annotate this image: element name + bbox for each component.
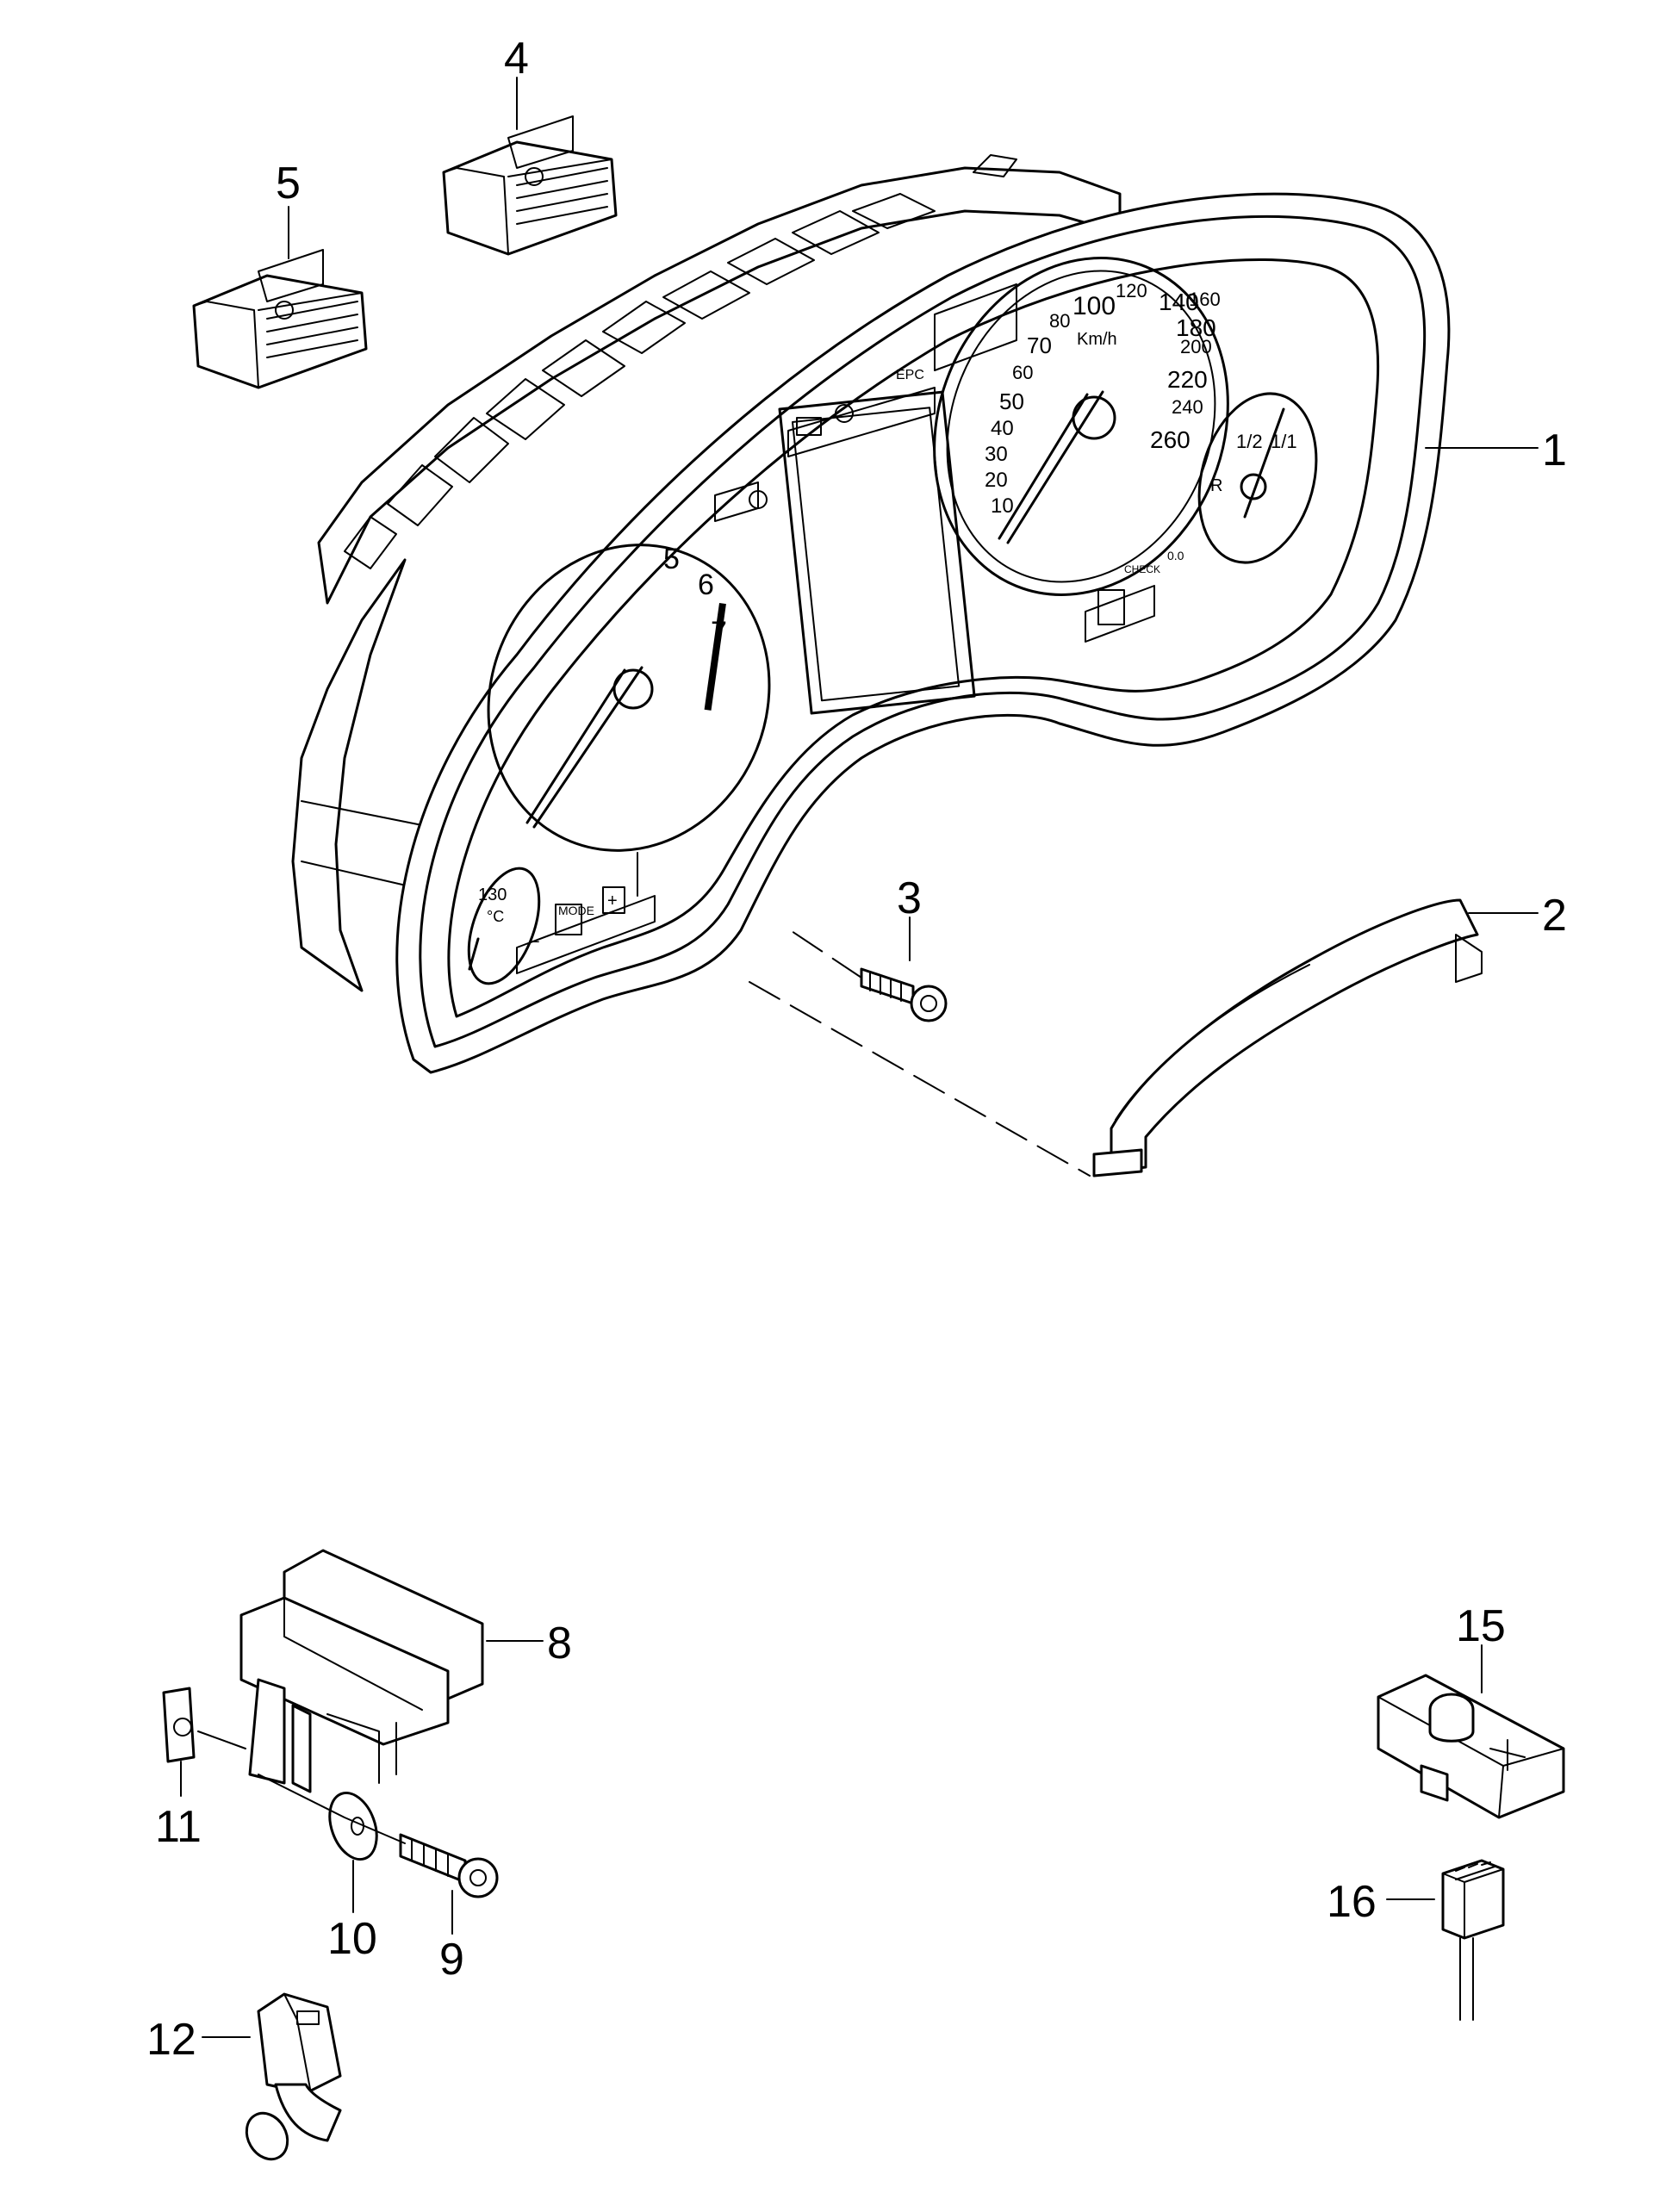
svg-text:120: 120 bbox=[1116, 280, 1147, 301]
callout-8: 8 bbox=[547, 1619, 572, 1668]
svg-text:6: 6 bbox=[698, 569, 714, 601]
dashed-leader bbox=[749, 925, 1091, 1177]
svg-text:80: 80 bbox=[1049, 310, 1070, 332]
svg-text:−: − bbox=[530, 933, 540, 952]
svg-text:70: 70 bbox=[1027, 332, 1052, 358]
temp-gauge-scale: 130 °C bbox=[478, 885, 507, 925]
clip-11 bbox=[162, 1687, 246, 1763]
svg-text:240: 240 bbox=[1172, 396, 1203, 418]
callout-11: 11 bbox=[155, 1802, 202, 1852]
callout-3: 3 bbox=[897, 873, 922, 923]
svg-text:50: 50 bbox=[999, 388, 1024, 414]
svg-text:220: 220 bbox=[1167, 366, 1208, 393]
callout-2: 2 bbox=[1542, 891, 1567, 941]
switch-15 bbox=[1377, 1674, 1565, 1819]
speedometer-scale: 10 20 30 40 50 60 70 80 100 120 140 160 … bbox=[985, 280, 1221, 518]
svg-text:MODE: MODE bbox=[558, 904, 594, 917]
callout-16: 16 bbox=[1327, 1877, 1377, 1927]
tachometer-scale: 5 6 7 bbox=[663, 543, 727, 649]
callout-10: 10 bbox=[327, 1914, 377, 1964]
svg-text:5: 5 bbox=[663, 543, 680, 575]
callout-9: 9 bbox=[439, 1935, 464, 1985]
svg-text:CHECK: CHECK bbox=[1124, 563, 1160, 575]
svg-text:EPC: EPC bbox=[896, 368, 924, 382]
svg-text:Km/h: Km/h bbox=[1077, 330, 1117, 349]
callout-4: 4 bbox=[504, 34, 529, 84]
svg-text:1/2: 1/2 bbox=[1236, 431, 1263, 452]
fuel-gauge-scale: 1/2 1/1 R bbox=[1210, 431, 1297, 495]
svg-text:140: 140 bbox=[1159, 289, 1199, 315]
connector-5 bbox=[192, 249, 368, 389]
svg-text:0.0: 0.0 bbox=[1167, 549, 1184, 562]
svg-text:130: 130 bbox=[478, 885, 507, 904]
svg-text:260: 260 bbox=[1150, 426, 1191, 453]
assembly-line-8 bbox=[258, 1774, 406, 1844]
svg-text:60: 60 bbox=[1012, 362, 1033, 383]
svg-text:R: R bbox=[1210, 476, 1222, 495]
svg-text:°C: °C bbox=[487, 908, 504, 925]
svg-text:30: 30 bbox=[985, 443, 1008, 466]
module-8 bbox=[239, 1549, 484, 1793]
screw-9 bbox=[399, 1833, 499, 1898]
washer-10 bbox=[328, 1791, 378, 1861]
svg-text:20: 20 bbox=[985, 469, 1008, 492]
svg-text:+: + bbox=[607, 892, 618, 910]
screw-3 bbox=[860, 967, 948, 1022]
svg-text:10: 10 bbox=[991, 494, 1014, 518]
callout-1: 1 bbox=[1542, 426, 1567, 475]
svg-text:180: 180 bbox=[1176, 314, 1216, 341]
connector-4 bbox=[442, 115, 618, 256]
trim-strip bbox=[1092, 898, 1483, 1177]
callout-labels: 1 2 3 4 5 8 9 10 11 12 15 16 bbox=[146, 34, 1567, 2065]
svg-text:200: 200 bbox=[1180, 336, 1212, 357]
connector-16 bbox=[1441, 1859, 1505, 2021]
svg-text:100: 100 bbox=[1072, 292, 1116, 320]
instrument-cluster bbox=[291, 154, 1451, 1074]
callout-15: 15 bbox=[1456, 1601, 1506, 1651]
svg-text:7: 7 bbox=[711, 616, 727, 649]
svg-text:160: 160 bbox=[1189, 289, 1221, 310]
callout-12: 12 bbox=[146, 2015, 196, 2065]
cluster-button-labels: MODE + − CHECK 0.0 EPC bbox=[530, 368, 1184, 952]
callout-5: 5 bbox=[276, 158, 301, 208]
svg-text:1/1: 1/1 bbox=[1271, 431, 1297, 452]
connector-12 bbox=[245, 1992, 342, 2161]
svg-text:40: 40 bbox=[991, 417, 1014, 440]
leader-lines bbox=[180, 77, 1539, 2038]
